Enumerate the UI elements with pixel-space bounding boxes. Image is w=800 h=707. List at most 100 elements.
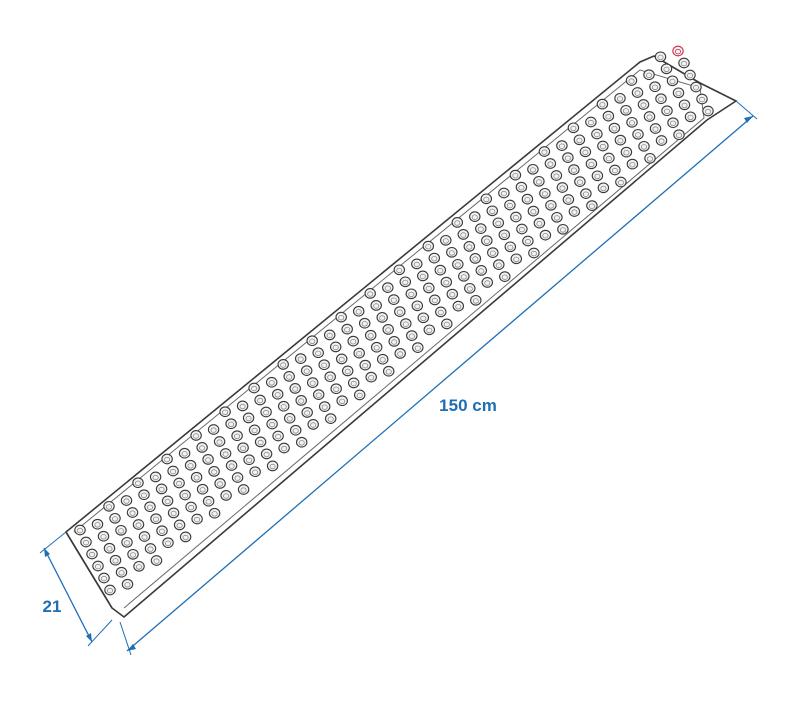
hole [178,447,191,459]
hole-inner-ring [356,392,363,399]
hole-inner-ring [414,345,421,351]
hole [330,383,342,395]
hole-inner-ring [670,120,677,126]
hole [631,87,644,98]
hole [655,135,668,146]
hole-inner-ring [367,333,374,339]
hole [382,365,395,377]
hole-inner-ring [83,539,90,546]
hole [144,501,156,513]
hole-inner-ring [373,303,380,309]
hole-inner-ring [205,457,212,463]
hole [673,129,685,141]
hole [92,560,104,572]
hole [498,229,511,241]
hole-inner-ring [280,404,287,410]
hole-inner-ring [112,516,119,522]
hole-inner-ring [257,397,264,404]
hole-inner-ring [182,534,189,541]
hole-inner-ring [379,315,386,321]
hole-inner-ring [507,244,514,251]
hole [191,513,203,525]
hole [464,282,476,294]
hole [254,436,267,448]
hole-inner-ring [443,280,450,286]
hole [149,471,162,483]
hole [614,134,627,146]
hole-inner-ring [263,409,270,416]
hole [167,465,179,477]
hole [289,383,301,394]
hole [260,448,273,460]
hole [643,69,655,81]
hole [457,229,470,240]
hole-inner-ring [129,510,136,516]
hole-inner-ring [431,297,438,304]
hole [509,169,522,181]
hole [260,406,272,418]
hole-inner-ring [240,487,247,493]
hole-inner-ring [402,321,409,327]
hole [242,412,255,424]
hole-inner-ring [542,232,549,239]
hole [301,407,313,418]
hole-inner-ring [570,125,577,132]
hole-inner-ring [217,481,224,487]
hole-inner-ring [640,102,647,108]
hole-inner-ring [298,398,305,404]
hole [551,211,563,223]
hole-inner-ring [205,499,212,505]
hole [637,99,650,110]
hole [185,501,197,513]
hole [690,81,702,93]
hole [173,477,185,489]
hole [115,566,128,578]
hole [91,518,104,530]
hole [609,164,621,176]
hole-inner-ring [240,445,247,451]
hole [411,258,423,270]
hole-inner-ring [558,143,565,149]
hole-inner-ring [500,190,507,197]
hole-inner-ring [158,528,165,534]
hole [277,359,289,370]
hole [220,490,232,501]
hole-inner-ring [326,332,333,339]
hole [585,116,597,128]
length-arrow-end [744,116,753,123]
hole-inner-ring [123,498,130,504]
hole-inner-ring [211,511,218,517]
hole [527,205,540,217]
hole-inner-ring [512,214,519,221]
hole [422,240,435,252]
hole-inner-ring [484,280,491,286]
hole [452,258,464,270]
hole-inner-ring [420,315,427,322]
hole-inner-ring [443,321,450,328]
hole [266,460,279,472]
hole [161,495,174,507]
hole [504,199,516,211]
hole-inner-ring [222,451,229,457]
hole-inner-ring [564,155,571,161]
hole [306,335,318,347]
width-arrow-start [44,548,50,557]
hole [167,507,180,519]
hole-inner-ring [513,256,520,263]
width-dimension: 21 [39,531,113,647]
hole [539,229,552,241]
hole-inner-ring [100,534,107,540]
hole [277,400,290,412]
hole-inner-ring [455,304,462,310]
marked-hole [672,45,684,57]
hole-inner-ring [107,587,114,594]
hole-inner-ring [541,191,548,197]
hole [660,63,673,75]
hole [179,531,192,543]
hole-inner-ring [298,440,305,446]
hole-inner-ring [402,279,409,286]
hole [399,276,412,288]
hole [458,270,470,282]
hole [649,81,661,93]
